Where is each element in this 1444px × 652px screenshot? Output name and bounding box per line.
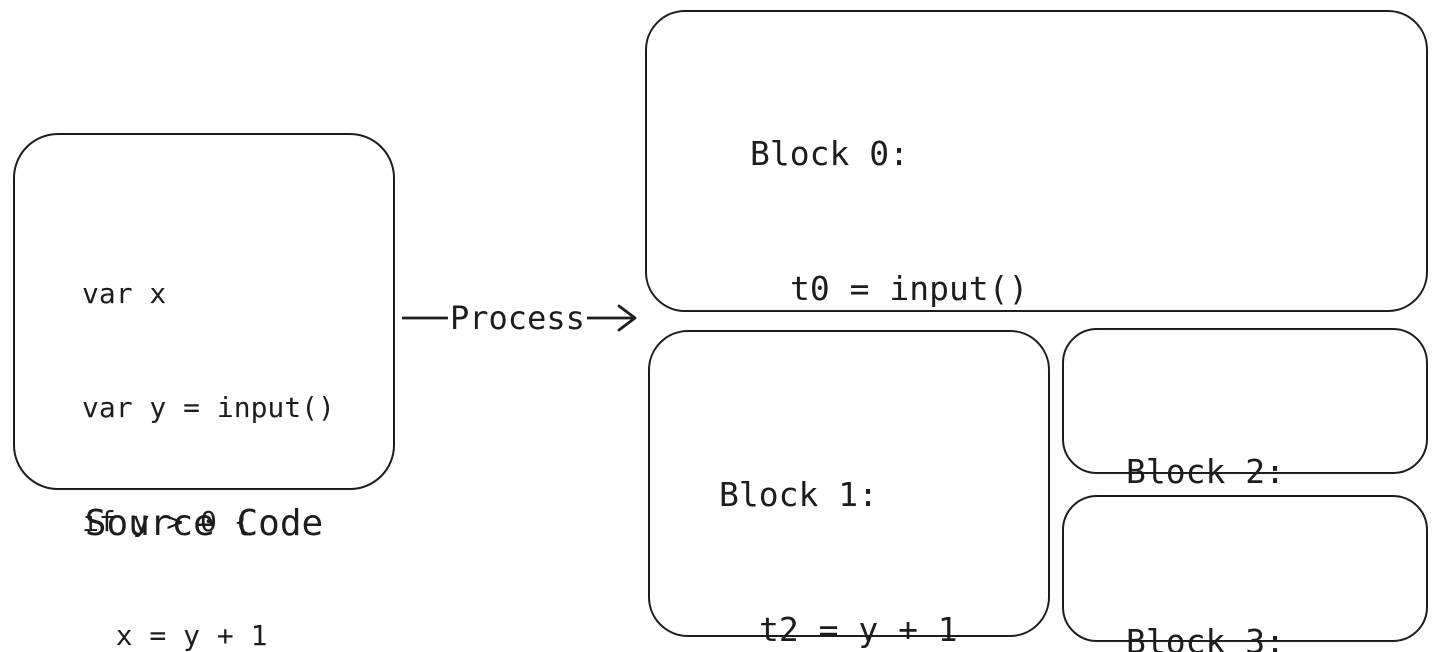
process-arrow-label: Process — [450, 299, 585, 337]
source-code-text: var x var y = input() if y > 0 { x = y +… — [82, 199, 335, 652]
process-arrow-tail-line — [402, 316, 448, 320]
source-code-line: var y = input() — [82, 391, 335, 424]
process-arrow-head — [586, 304, 637, 332]
source-code-line: if y > 0 { — [82, 505, 251, 538]
source-code-caption: Source Code — [84, 503, 324, 544]
block-3-code: Block 3: return x — [1126, 529, 1325, 652]
block-1-title: Block 1: — [719, 475, 878, 514]
block-1-line: t2 = y + 1 — [759, 610, 958, 649]
block-0-line: t0 = input() — [790, 269, 1029, 308]
block-2-title: Block 2: — [1126, 452, 1285, 491]
block-3-title: Block 3: — [1126, 622, 1285, 652]
block-0-title: Block 0: — [750, 134, 909, 173]
source-code-box: var x var y = input() if y > 0 { x = y +… — [13, 133, 395, 652]
process-arrow: Process — [402, 297, 637, 339]
source-code-line: x = y + 1 — [82, 619, 268, 652]
block-0-box: Block 0: t0 = input() y = t0 t1 = y > 0 … — [645, 10, 1428, 578]
source-code-line: var x — [82, 277, 167, 310]
block-3-box: Block 3: return x — [1062, 495, 1428, 652]
